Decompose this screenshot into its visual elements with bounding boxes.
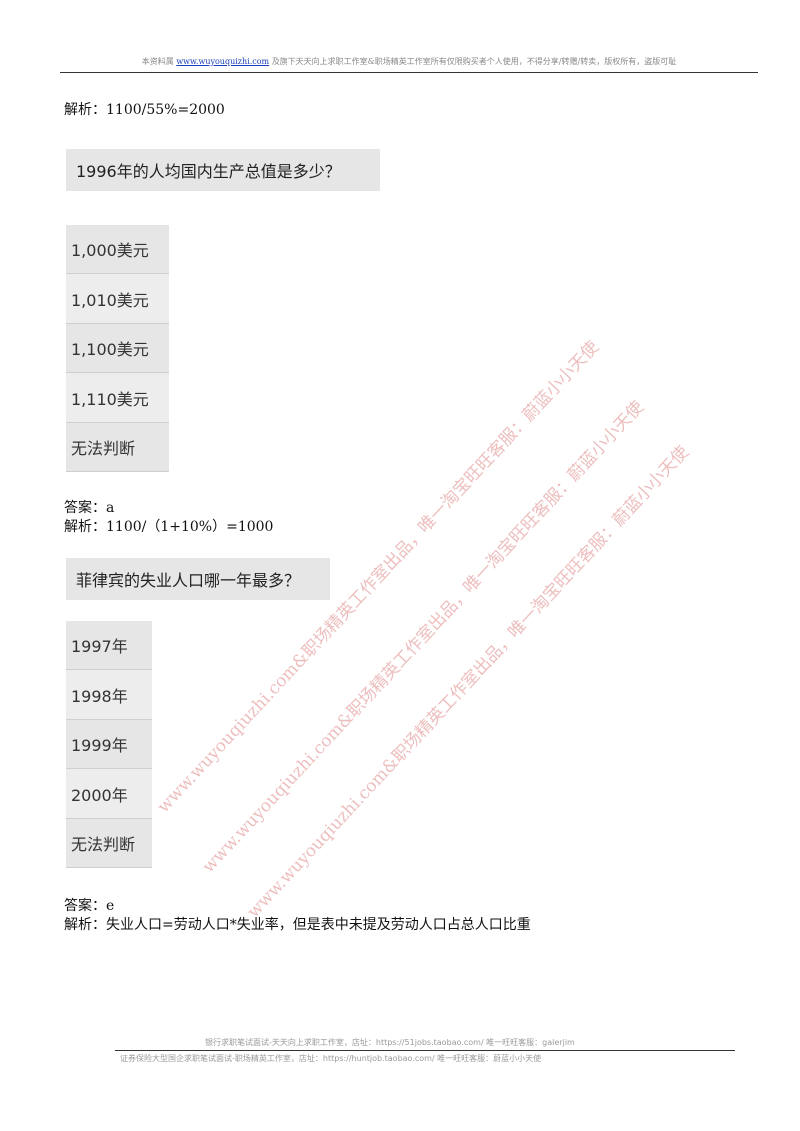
q2-option-5: 无法判断 <box>66 819 152 868</box>
q1-option-3: 1,100美元 <box>66 324 169 373</box>
question-2-options: 1997年 1998年 1999年 2000年 无法判断 <box>66 621 152 868</box>
page-header: 本资料属 www.wuyouquizhi.com 及旗下天天向上求职工作室&职场… <box>60 56 758 73</box>
q2-option-3: 1999年 <box>66 720 152 769</box>
q2-option-5-label: 无法判断 <box>71 835 136 854</box>
footer-divider <box>115 1050 735 1051</box>
analysis-top: 解析：1100/55%=2000 <box>64 102 225 118</box>
q2-option-1-label: 1997年 <box>71 637 128 656</box>
q1-option-5-label: 无法判断 <box>71 439 136 458</box>
q2-option-2: 1998年 <box>66 670 152 720</box>
q1-option-4: 1,110美元 <box>66 373 169 423</box>
q1-option-3-label: 1,100美元 <box>71 340 149 359</box>
q1-analysis: 解析：1100/（1+10%）=1000 <box>64 519 274 535</box>
q2-option-3-label: 1999年 <box>71 736 128 755</box>
watermark-line-3: www.wuyouqiuzhi.com&职场精英工作室出品，唯一淘宝旺旺客服：蔚… <box>243 442 693 923</box>
footer-line-1: 银行求职笔试面试-天天向上求职工作室，店址：https://51jobs.tao… <box>205 1038 575 1047</box>
q2-answer: 答案：e <box>64 898 115 914</box>
question-2-box: 菲律宾的失业人口哪一年最多？ <box>66 558 330 600</box>
question-1-box: 1996年的人均国内生产总值是多少？ <box>66 149 380 191</box>
watermark-line-2: www.wuyouqiuzhi.com&职场精英工作室出品，唯一淘宝旺旺客服：蔚… <box>198 397 648 878</box>
q2-option-1: 1997年 <box>66 621 152 670</box>
q1-option-1-label: 1,000美元 <box>71 241 149 260</box>
q2-option-4: 2000年 <box>66 769 152 819</box>
header-prefix: 本资料属 <box>141 57 174 66</box>
q1-answer: 答案：a <box>64 500 115 516</box>
question-2-text: 菲律宾的失业人口哪一年最多？ <box>76 571 301 590</box>
q1-option-5: 无法判断 <box>66 423 169 472</box>
q1-option-2: 1,010美元 <box>66 274 169 324</box>
q1-option-1: 1,000美元 <box>66 225 169 274</box>
question-1-text: 1996年的人均国内生产总值是多少？ <box>76 162 341 181</box>
q2-analysis: 解析：失业人口=劳动人口*失业率，但是表中未提及劳动人口占总人口比重 <box>64 917 531 933</box>
q2-option-4-label: 2000年 <box>71 785 128 805</box>
q1-option-2-label: 1,010美元 <box>71 290 149 310</box>
header-suffix: 及旗下天天向上求职工作室&职场精英工作室所有仅限购买者个人使用，不得分享/转赠/… <box>271 57 677 66</box>
question-1-options: 1,000美元 1,010美元 1,100美元 1,110美元 无法判断 <box>66 225 169 472</box>
q2-option-2-label: 1998年 <box>71 686 128 706</box>
q1-option-4-label: 1,110美元 <box>71 389 149 409</box>
header-link[interactable]: www.wuyouquizhi.com <box>176 57 270 66</box>
footer-line-2: 证券保险大型国企求职笔试面试-职场精英工作室，店址：https://huntjo… <box>120 1054 542 1063</box>
